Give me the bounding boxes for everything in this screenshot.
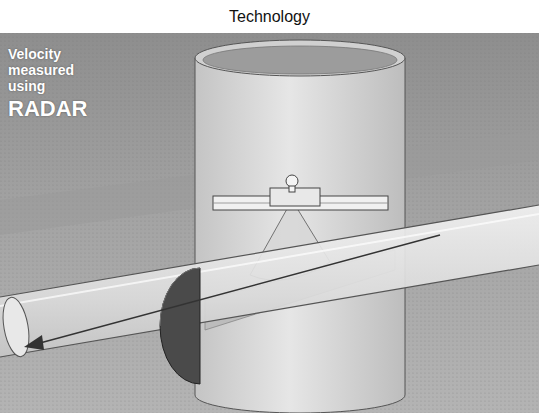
flow-arrow xyxy=(40,235,440,343)
radar-stem xyxy=(289,186,295,192)
scene-background xyxy=(0,33,539,413)
pipe-opening xyxy=(0,295,33,358)
radar-sensor xyxy=(286,175,298,187)
pipe-edge xyxy=(0,205,539,297)
flow-slug-edge xyxy=(160,268,200,326)
pipe-edge xyxy=(0,265,539,357)
emphasis-label: RADAR xyxy=(8,96,128,122)
scene-texture xyxy=(0,33,539,413)
manhole-rim xyxy=(195,40,405,76)
flow-slug xyxy=(160,268,200,384)
callout-label: Velocity measured using xyxy=(8,46,80,94)
sewer-pipe xyxy=(0,205,539,357)
diagram-title: Technology xyxy=(0,8,539,26)
manhole-opening xyxy=(203,46,397,74)
pipe-highlight xyxy=(0,214,539,306)
arrow-head xyxy=(24,335,44,350)
